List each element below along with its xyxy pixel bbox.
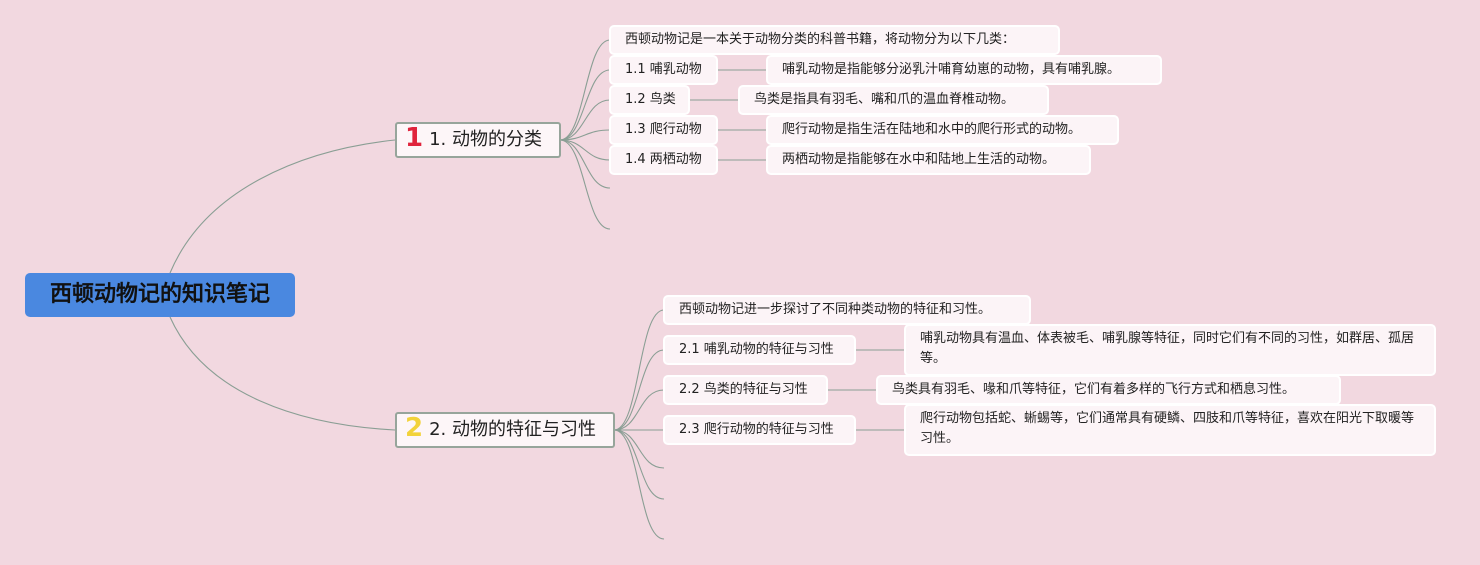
connector-t1-intro xyxy=(559,39,611,141)
connector-t2-empty3 xyxy=(613,429,665,540)
detail-text: 爬行动物是指生活在陆地和水中的爬行形式的动物。 xyxy=(782,122,1082,137)
detail-text: 哺乳动物具有温血、体表被毛、哺乳腺等特征，同时它们有不同的习性，如群居、孤居等。 xyxy=(920,331,1415,366)
detail-reptile-traits[interactable]: 爬行动物包括蛇、蜥蜴等，它们通常具有硬鳞、四肢和爪等特征，喜欢在阳光下取暖等习性… xyxy=(904,404,1436,456)
subtopic-label: 2.1 哺乳动物的特征与习性 xyxy=(679,342,834,357)
connector-t1-item2 xyxy=(559,99,611,141)
topic-title: 1. 动物的分类 xyxy=(429,129,542,150)
intro-node[interactable]: 西顿动物记是一本关于动物分类的科普书籍，将动物分为以下几类： xyxy=(609,25,1060,55)
connector-t2-empty1 xyxy=(613,429,665,469)
detail-bird-traits[interactable]: 鸟类具有羽毛、喙和爪等特征，它们有着多样的飞行方式和栖息习性。 xyxy=(876,375,1341,405)
detail-text: 鸟类是指具有羽毛、嘴和爪的温血脊椎动物。 xyxy=(754,92,1015,107)
topic-title: 2. 动物的特征与习性 xyxy=(429,419,596,440)
connector-t1-empty1 xyxy=(559,139,611,189)
subtopic-mammals[interactable]: 1.1 哺乳动物 xyxy=(609,55,718,85)
intro-text: 西顿动物记进一步探讨了不同种类动物的特征和习性。 xyxy=(679,302,992,317)
detail-text: 两栖动物是指能够在水中和陆地上生活的动物。 xyxy=(782,152,1056,167)
root-node[interactable]: 西顿动物记的知识笔记 xyxy=(25,273,295,317)
detail-text: 哺乳动物是指能够分泌乳汁哺育幼崽的动物，具有哺乳腺。 xyxy=(782,62,1121,77)
subtopic-reptile-traits[interactable]: 2.3 爬行动物的特征与习性 xyxy=(663,415,856,445)
connector-t2-empty2 xyxy=(613,429,665,500)
connector-t1-item3 xyxy=(559,129,611,141)
subtopic-label: 1.1 哺乳动物 xyxy=(625,62,702,77)
subtopic-label: 1.4 两栖动物 xyxy=(625,152,702,167)
connector-t2-item1 xyxy=(613,349,665,431)
detail-mammal-traits[interactable]: 哺乳动物具有温血、体表被毛、哺乳腺等特征，同时它们有不同的习性，如群居、孤居等。 xyxy=(904,324,1436,376)
subtopic-mammal-traits[interactable]: 2.1 哺乳动物的特征与习性 xyxy=(663,335,856,365)
subtopic-label: 2.3 爬行动物的特征与习性 xyxy=(679,422,834,437)
detail-reptiles[interactable]: 爬行动物是指生活在陆地和水中的爬行形式的动物。 xyxy=(766,115,1119,145)
detail-mammals[interactable]: 哺乳动物是指能够分泌乳汁哺育幼崽的动物，具有哺乳腺。 xyxy=(766,55,1162,85)
connector-root-topic1 xyxy=(169,139,396,274)
subtopic-label: 1.3 爬行动物 xyxy=(625,122,702,137)
detail-text: 爬行动物包括蛇、蜥蜴等，它们通常具有硬鳞、四肢和爪等特征，喜欢在阳光下取暖等习性… xyxy=(920,411,1415,446)
subtopic-bird-traits[interactable]: 2.2 鸟类的特征与习性 xyxy=(663,375,828,405)
intro-text: 西顿动物记是一本关于动物分类的科普书籍，将动物分为以下几类： xyxy=(625,32,1016,47)
detail-amphibians[interactable]: 两栖动物是指能够在水中和陆地上生活的动物。 xyxy=(766,145,1091,175)
subtopic-birds[interactable]: 1.2 鸟类 xyxy=(609,85,690,115)
subtopic-label: 1.2 鸟类 xyxy=(625,92,676,107)
subtopic-reptiles[interactable]: 1.3 爬行动物 xyxy=(609,115,718,145)
detail-birds[interactable]: 鸟类是指具有羽毛、嘴和爪的温血脊椎动物。 xyxy=(738,85,1049,115)
connector-t1-empty2 xyxy=(559,139,611,230)
subtopic-amphibians[interactable]: 1.4 两栖动物 xyxy=(609,145,718,175)
connector-root-topic2 xyxy=(169,316,396,431)
connector-t2-item2 xyxy=(613,389,665,431)
number-two-icon: 2 xyxy=(405,413,424,443)
intro-node[interactable]: 西顿动物记进一步探讨了不同种类动物的特征和习性。 xyxy=(663,295,1031,325)
connector-t1-item1 xyxy=(559,69,611,141)
number-one-icon: 1 xyxy=(405,123,424,153)
subtopic-label: 2.2 鸟类的特征与习性 xyxy=(679,382,808,397)
connector-t2-intro xyxy=(613,309,665,431)
detail-text: 鸟类具有羽毛、喙和爪等特征，它们有着多样的飞行方式和栖息习性。 xyxy=(892,382,1296,397)
root-title: 西顿动物记的知识笔记 xyxy=(49,282,270,307)
